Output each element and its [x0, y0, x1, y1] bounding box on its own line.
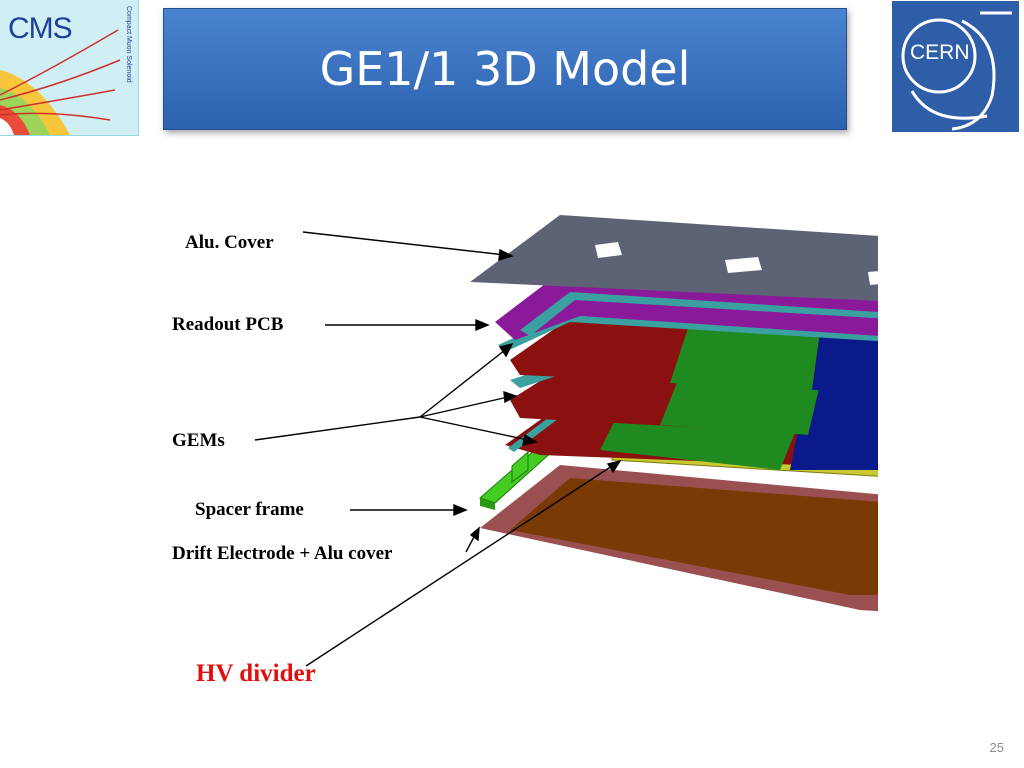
page-number: 25 — [989, 740, 1004, 755]
gem-layer-1 — [498, 315, 878, 392]
cms-logo-subtext: Compact Muon Solenoid — [125, 6, 132, 83]
cern-logo-graphic — [901, 11, 1012, 131]
label-hv-divider: HV divider — [196, 660, 316, 687]
cern-logo-text: CERN — [910, 41, 970, 64]
label-gems: GEMs — [172, 430, 225, 451]
cms-logo-graphic — [0, 29, 121, 135]
label-alu-cover: Alu. Cover — [185, 232, 274, 253]
cms-logo-text: CMS — [8, 12, 73, 45]
label-spacer-frame: Spacer frame — [195, 499, 304, 520]
leader-lines — [254, 231, 622, 667]
title-bar: GE1/1 3D Model — [163, 8, 847, 130]
cms-logo: CMS Compact Muon Solenoid — [0, 0, 139, 136]
alu-cover-layer — [470, 215, 878, 302]
label-readout-pcb: Readout PCB — [172, 314, 284, 335]
slide-title: GE1/1 3D Model — [319, 42, 691, 96]
label-drift-electrode: Drift Electrode + Alu cover — [172, 543, 393, 564]
drift-electrode-layer — [480, 465, 878, 612]
cern-logo: CERN — [892, 1, 1019, 132]
